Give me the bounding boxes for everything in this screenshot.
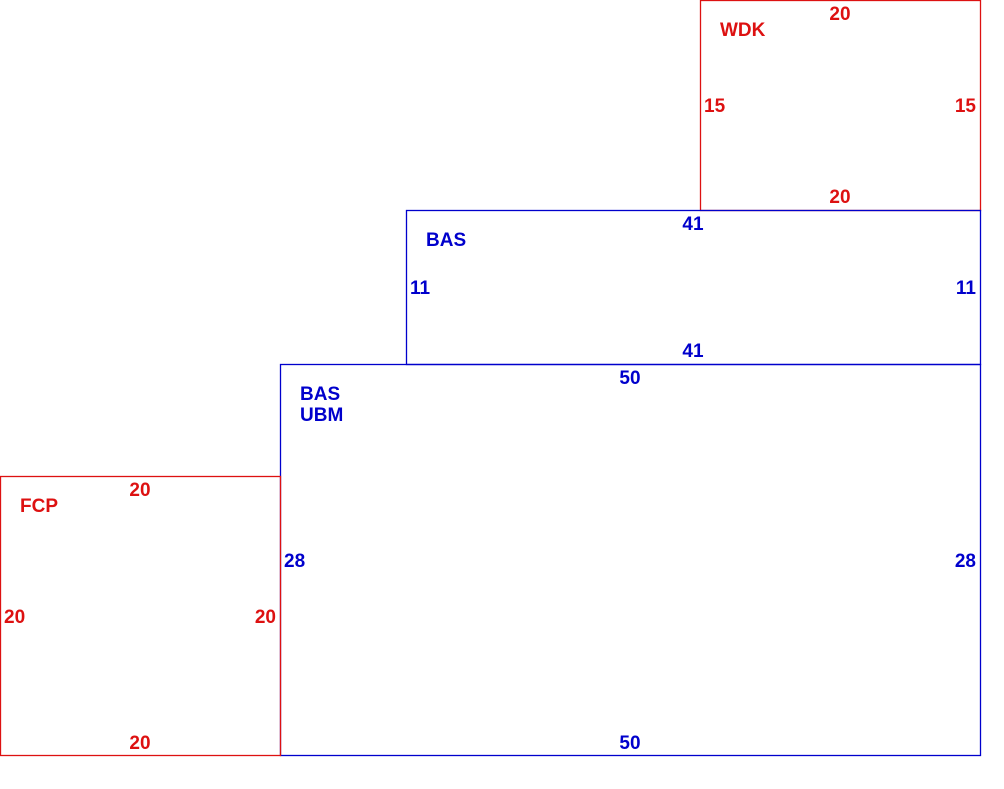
room-fcp: FCP 20 20 20 20 (0, 475, 282, 757)
room-fcp-bottom-dimension: 20 (129, 733, 150, 754)
room-bas-ubm-outline (279, 363, 982, 757)
room-bas-ubm-name-line-2: UBM (300, 405, 343, 426)
room-fcp-right-dimension: 20 (255, 607, 276, 628)
room-bas-ubm-name-line-1: BAS (300, 384, 340, 405)
room-bas-right-dimension: 11 (956, 278, 977, 299)
room-fcp-name: FCP (20, 496, 58, 517)
room-wdk-top-dimension: 20 (829, 4, 850, 25)
room-bas-ubm-left-dimension: 28 (284, 551, 305, 572)
room-wdk-left-dimension: 15 (704, 96, 726, 117)
room-wdk-name: WDK (720, 20, 766, 41)
room-bas-name: BAS (426, 230, 466, 251)
room-bas-left-dimension: 11 (410, 278, 431, 299)
room-bas-ubm-top-dimension: 50 (619, 368, 640, 389)
room-bas-bottom-dimension: 41 (682, 341, 704, 362)
room-bas-ubm-right-dimension: 28 (955, 551, 976, 572)
room-fcp-top-dimension: 20 (129, 480, 150, 501)
room-wdk-right-dimension: 15 (955, 96, 977, 117)
room-fcp-left-dimension: 20 (4, 607, 25, 628)
room-bas: BAS 41 41 11 11 (405, 209, 982, 366)
room-bas-top-dimension: 41 (682, 214, 704, 235)
room-bas-ubm: BAS UBM 50 50 28 28 (279, 363, 982, 757)
room-wdk: WDK 20 20 15 15 (699, 0, 982, 212)
room-fcp-outline (0, 475, 282, 757)
room-bas-ubm-bottom-dimension: 50 (619, 733, 640, 754)
room-wdk-bottom-dimension: 20 (829, 187, 850, 208)
